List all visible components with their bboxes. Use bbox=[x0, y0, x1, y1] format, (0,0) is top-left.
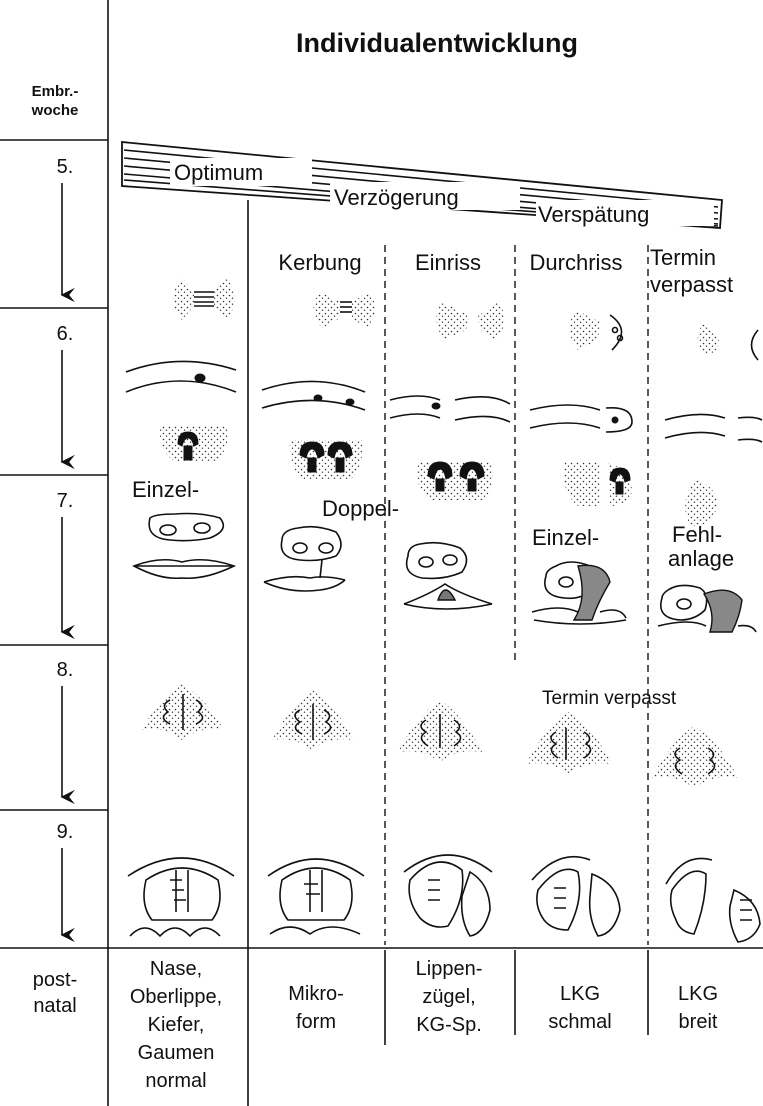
outcome-normal-line-4: Gaumen bbox=[138, 1042, 215, 1064]
week-label-7: 7. bbox=[57, 490, 74, 512]
outcome-lip-frenulum-line-1: Lippen- bbox=[416, 958, 483, 980]
lip-arc-normal bbox=[126, 361, 236, 392]
outcome-wide-cleft-line-2: breit bbox=[679, 1011, 718, 1033]
palate-closure-tear bbox=[404, 855, 492, 936]
column-header-missed-line-1: Termin bbox=[650, 245, 716, 270]
lip-arc-missed bbox=[665, 414, 762, 442]
annotation-single-2: Einzel- bbox=[532, 525, 599, 550]
outcome-normal: Nase, Oberlippe, Kiefer, Gaumen normal bbox=[130, 958, 222, 1092]
outcome-wide-cleft: LKG breit bbox=[678, 983, 718, 1033]
outcome-wide-cleft-line-1: LKG bbox=[678, 983, 718, 1005]
annotation-missed-week-8: Termin verpasst bbox=[542, 688, 677, 709]
week-header-line-2: woche bbox=[31, 102, 79, 119]
diagram-title: Individualentwicklung bbox=[296, 28, 578, 58]
column-header-notch: Kerbung bbox=[278, 250, 361, 275]
outcome-normal-line-5: normal bbox=[145, 1070, 206, 1092]
palate-closure-notch bbox=[268, 859, 364, 934]
outcome-lip-frenulum-line-2: zügel, bbox=[422, 986, 475, 1008]
nose-lip-notch bbox=[264, 527, 345, 591]
fusion-process-normal bbox=[173, 278, 235, 320]
nose-lip-normal bbox=[134, 514, 234, 579]
outcome-normal-line-1: Nase, bbox=[150, 958, 202, 980]
palate-sketch-rupture bbox=[564, 462, 632, 506]
outcome-narrow-cleft-line-2: schmal bbox=[548, 1011, 611, 1033]
week-label-8: 8. bbox=[57, 659, 74, 681]
palate-closure-rupture bbox=[532, 857, 620, 936]
outcome-lip-frenulum-line-3: KG-Sp. bbox=[416, 1014, 482, 1036]
lip-arc-notch bbox=[262, 381, 365, 410]
lip-arc-tear bbox=[390, 396, 510, 422]
nose-lip-missed bbox=[658, 585, 756, 632]
palatal-shelves-missed bbox=[652, 726, 738, 788]
annotation-malformation-line-2: anlage bbox=[668, 546, 734, 571]
lip-arc-rupture bbox=[530, 405, 632, 432]
palate-sketch-missed bbox=[685, 480, 718, 526]
timing-optimum: Optimum bbox=[174, 160, 263, 185]
outcome-lip-frenulum: Lippen- zügel, KG-Sp. bbox=[416, 958, 483, 1036]
annotation-single-1: Einzel- bbox=[132, 477, 199, 502]
annotation-double: Doppel- bbox=[322, 496, 399, 521]
timing-late: Verspätung bbox=[538, 202, 649, 227]
postnatal-label-line-2: natal bbox=[33, 995, 76, 1017]
nose-lip-rupture bbox=[532, 562, 626, 624]
postnatal-label-line-1: post- bbox=[33, 969, 77, 991]
timing-delay: Verzögerung bbox=[334, 185, 459, 210]
outcome-microform-line-1: Mikro- bbox=[288, 983, 344, 1005]
outcome-normal-line-2: Oberlippe, bbox=[130, 986, 222, 1008]
palate-closure-missed bbox=[666, 858, 760, 942]
fusion-process-rupture bbox=[569, 310, 622, 350]
palatal-shelves-normal bbox=[142, 684, 224, 740]
outcome-narrow-cleft-line-1: LKG bbox=[560, 983, 600, 1005]
palate-sketch-normal bbox=[160, 426, 228, 462]
outcome-microform: Mikro- form bbox=[288, 983, 344, 1033]
column-header-rupture: Durchriss bbox=[530, 250, 623, 275]
outcome-normal-line-3: Kiefer, bbox=[148, 1014, 205, 1036]
column-header-tear: Einriss bbox=[415, 250, 481, 275]
palatal-shelves-rupture bbox=[526, 712, 612, 774]
outcome-microform-line-2: form bbox=[296, 1011, 336, 1033]
palate-sketch-notch bbox=[290, 440, 362, 480]
nose-lip-tear bbox=[404, 543, 492, 609]
week-label-9: 9. bbox=[57, 821, 74, 843]
week-header-line-1: Embr.- bbox=[32, 83, 79, 100]
fusion-process-missed bbox=[698, 322, 758, 360]
palatal-shelves-notch bbox=[272, 690, 354, 750]
palate-closure-normal bbox=[128, 858, 234, 936]
week-label-6: 6. bbox=[57, 323, 74, 345]
fusion-process-tear bbox=[436, 302, 504, 340]
fusion-process-notch bbox=[313, 292, 375, 328]
palatal-shelves-tear bbox=[398, 700, 482, 762]
column-header-missed-line-2: verpasst bbox=[650, 272, 733, 297]
week-label-5: 5. bbox=[57, 156, 74, 178]
palate-sketch-tear bbox=[417, 462, 493, 500]
outcome-narrow-cleft: LKG schmal bbox=[548, 983, 611, 1033]
